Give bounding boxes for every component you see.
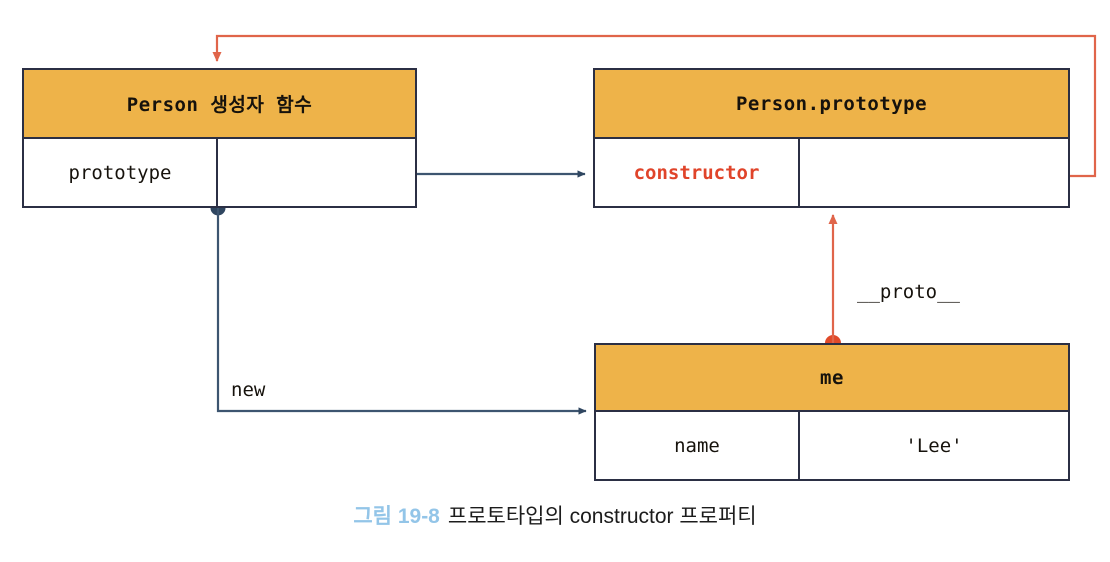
box-person-constructor[interactable]: Person 생성자 함수 prototype bbox=[22, 68, 417, 208]
box-me-object-row: name 'Lee' bbox=[596, 412, 1068, 479]
box-me-object[interactable]: me name 'Lee' bbox=[594, 343, 1070, 481]
box-me-object-header: me bbox=[596, 345, 1068, 412]
property-value-prototype bbox=[218, 139, 415, 206]
edge-label-proto: __proto__ bbox=[857, 281, 960, 303]
edge-proto-link bbox=[825, 214, 841, 351]
box-person-constructor-row: prototype bbox=[24, 139, 415, 206]
edge-new-instance bbox=[210, 200, 587, 415]
figure-caption: 그림 19-8 프로토타입의 constructor 프로퍼티 bbox=[0, 500, 1110, 530]
property-key-constructor: constructor bbox=[595, 139, 800, 206]
box-person-prototype-row: constructor bbox=[595, 139, 1068, 206]
property-key-name: name bbox=[596, 412, 800, 479]
box-person-prototype[interactable]: Person.prototype constructor bbox=[593, 68, 1070, 208]
property-value-name: 'Lee' bbox=[905, 434, 963, 457]
figure-caption-text: 프로토타입의 constructor 프로퍼티 bbox=[447, 505, 757, 528]
property-value-constructor bbox=[800, 139, 1068, 206]
box-person-constructor-header: Person 생성자 함수 bbox=[24, 70, 415, 139]
edge-label-new: new bbox=[231, 379, 266, 401]
property-key-prototype: prototype bbox=[24, 139, 218, 206]
figure-number: 그림 19-8 bbox=[353, 505, 440, 528]
box-person-prototype-header: Person.prototype bbox=[595, 70, 1068, 139]
